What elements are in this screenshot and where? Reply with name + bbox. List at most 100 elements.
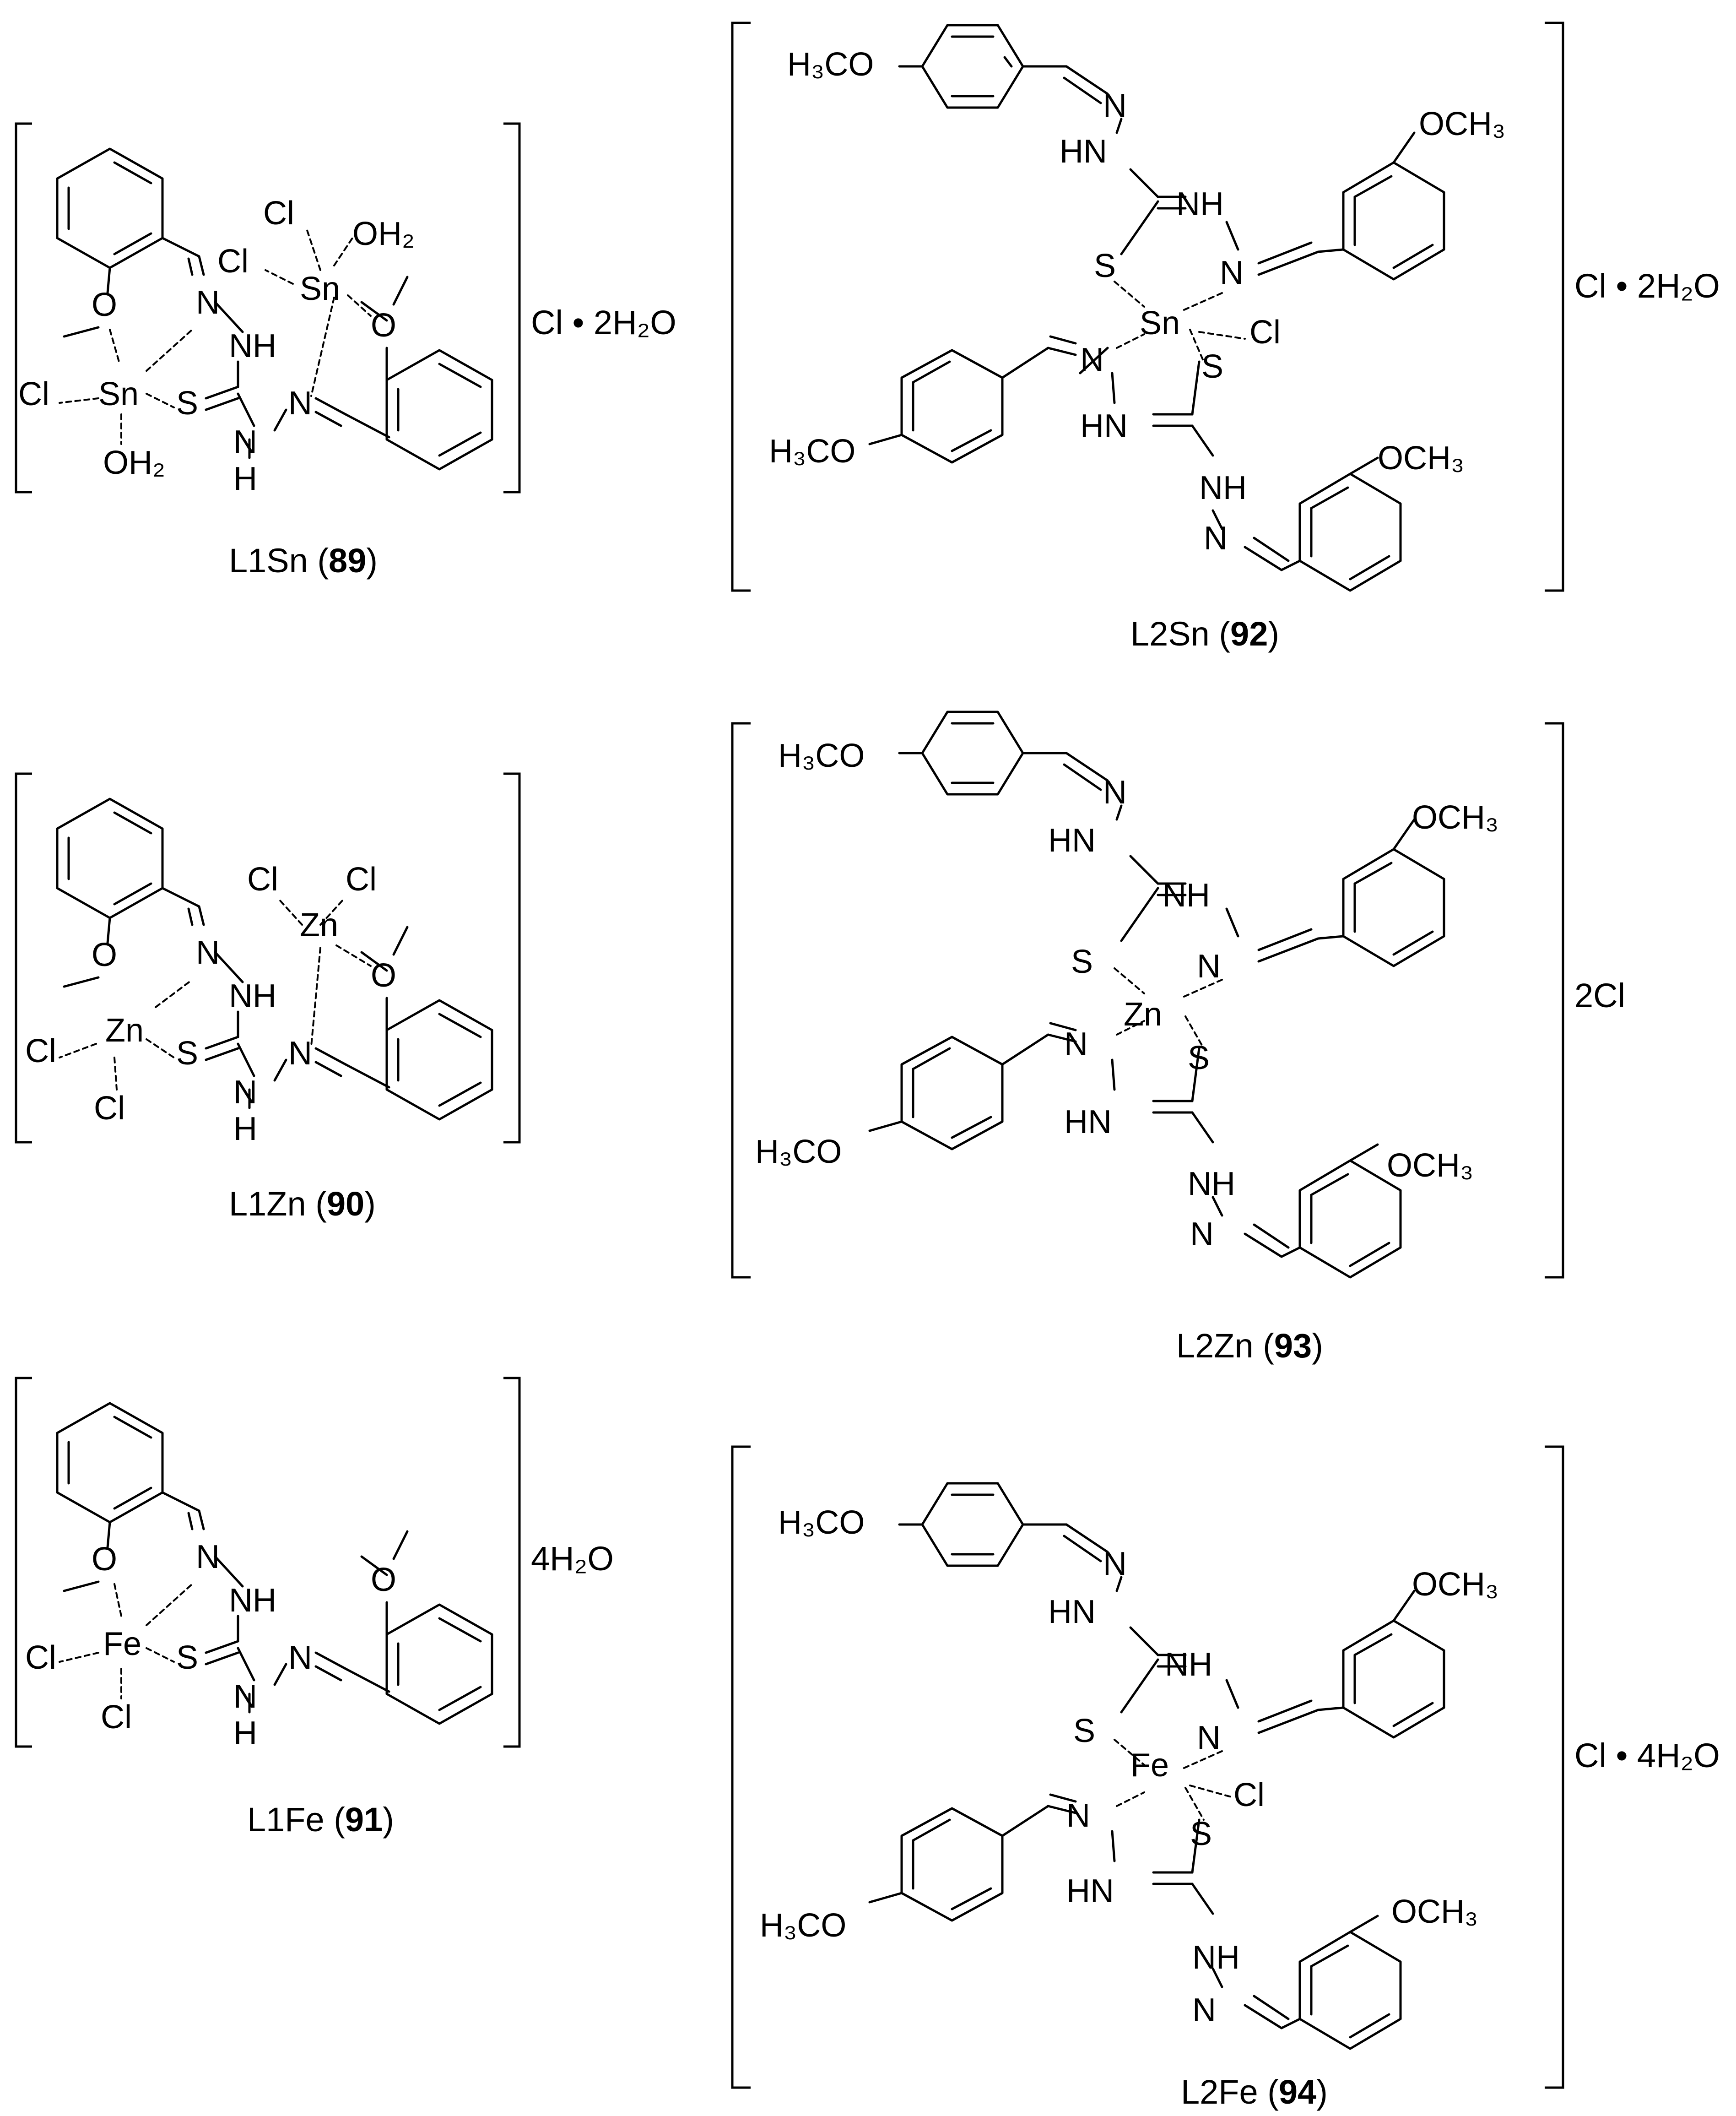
atom-NH: NH [1188,1166,1235,1202]
atom-N: N [1197,948,1221,985]
atom-Cl: Cl [346,861,377,898]
atom-Cl: Cl [247,861,278,898]
atom-N: N [233,424,257,461]
atom-H3CO: H₃CO [778,738,865,774]
compound-caption: L2Zn (93) [1176,1327,1323,1365]
metal-Sn: Sn [98,376,139,412]
bracket-right [503,122,521,494]
atom-N: N [1204,520,1228,557]
atom-HN: HN [1080,408,1128,445]
benzene-ring [56,147,164,269]
compound-caption: L1Zn (90) [229,1185,376,1223]
atom-N: N [1220,255,1244,291]
atom-Cl: Cl [94,1090,125,1127]
atom-OCH3: OCH₃ [1387,1147,1473,1184]
compound-caption: L1Fe (91) [247,1801,394,1839]
atom-H3CO: H₃CO [787,46,874,83]
atom-S: S [1071,944,1093,980]
atom-HN: HN [1048,822,1096,859]
atom-NH: NH [1192,1939,1240,1976]
atom-Cl: Cl [101,1699,132,1736]
atom-S: S [176,1639,198,1676]
atom-NH: NH [1163,877,1210,914]
atom-Cl: Cl [1233,1777,1265,1813]
atom-N: N [1103,87,1127,124]
atom-H: H [233,1111,257,1147]
atom-Cl: Cl [217,243,249,280]
atom-Cl: Cl [25,1639,56,1676]
atom-Cl: Cl [18,376,49,412]
atom-Cl: Cl [25,1033,56,1069]
atom-N: N [233,1074,257,1111]
atom-HN: HN [1064,1104,1112,1140]
atom-O: O [92,287,117,323]
atom-H3CO: H₃CO [760,1907,846,1944]
compound-caption: L1Sn (89) [229,542,378,580]
atom-S: S [176,385,198,422]
atom-S: S [1201,348,1223,385]
atom-HN: HN [1048,1594,1096,1630]
atom-H: H [233,1715,257,1752]
atom-S: S [1094,248,1116,284]
atom-OCH3: OCH₃ [1391,1894,1478,1930]
atom-N: N [1066,1797,1090,1834]
metal-Zn: Zn [300,907,338,944]
atom-NH: NH [1176,186,1224,222]
atom-H3CO: H₃CO [769,433,855,470]
structure-L2Zn: H₃CO N HN NH OCH₃ S N Zn N S HN H₃CO NH … [731,711,1625,1365]
benzene-ring [385,349,493,471]
atom-NH: NH [229,328,276,364]
atom-N: N [1192,1992,1216,2029]
atom-N: N [288,1639,312,1676]
atom-S: S [176,1035,198,1072]
atom-Cl: Cl [1249,314,1281,351]
atom-NH: NH [1199,470,1247,506]
atom-O: O [371,307,396,344]
atom-H3CO: H₃CO [778,1504,865,1541]
structure-L1Sn: O N NH S N N H O Sn Cl OH₂ Sn Cl Cl OH₂ … [15,122,676,580]
atom-Cl: Cl [263,195,294,232]
metal-Zn: Zn [1124,996,1162,1033]
atom-N: N [196,1539,220,1575]
metal-Fe: Fe [1130,1747,1169,1784]
atom-OCH3: OCH₃ [1412,799,1498,836]
atom-S: S [1190,1816,1212,1852]
structure-L2Sn: H₃CO N HN NH OCH₃ S N Sn Cl N S HN H₃CO … [731,22,1720,653]
metal-Fe: Fe [103,1626,141,1662]
structure-L1Fe: O N NH S N N H O Fe Cl Cl 4H₂O L1Fe (91) [15,1377,614,1839]
atom-N: N [1103,774,1127,811]
compound-caption: L2Fe (94) [1181,2073,1328,2111]
counterion: Cl • 2H₂O [531,304,676,342]
atom-HN: HN [1060,133,1107,170]
atom-N: N [233,1678,257,1715]
atom-OH2: OH₂ [352,216,415,252]
atom-N: N [288,385,312,422]
atom-N: N [1064,1026,1088,1063]
atom-NH: NH [1165,1646,1212,1683]
atom-N: N [288,1035,312,1072]
atom-N: N [1080,342,1104,378]
atom-O: O [371,1562,396,1598]
atom-N: N [1190,1216,1214,1253]
structure-L1Zn: O N NH S N N H O Zn Cl Cl Zn Cl Cl L1Zn … [15,772,521,1223]
counterion: Cl • 4H₂O [1574,1736,1720,1774]
atom-N: N [196,934,220,971]
atom-NH: NH [229,978,276,1015]
bracket-left [15,122,32,494]
atom-O: O [92,1541,117,1578]
atom-N: N [1197,1720,1221,1756]
atom-S: S [1073,1713,1095,1749]
atom-N: N [196,284,220,321]
counterion: Cl • 2H₂O [1574,267,1720,305]
atom-H: H [233,461,257,497]
atom-OCH3: OCH₃ [1378,440,1464,477]
atom-O: O [92,937,117,973]
atom-NH: NH [229,1582,276,1619]
atom-OCH3: OCH₃ [1412,1566,1498,1603]
counterion: 2Cl [1574,977,1625,1015]
atom-N: N [1103,1546,1127,1582]
compound-caption: L2Sn (92) [1130,615,1279,653]
atom-HN: HN [1066,1873,1114,1910]
atom-H3CO: H₃CO [755,1134,842,1170]
